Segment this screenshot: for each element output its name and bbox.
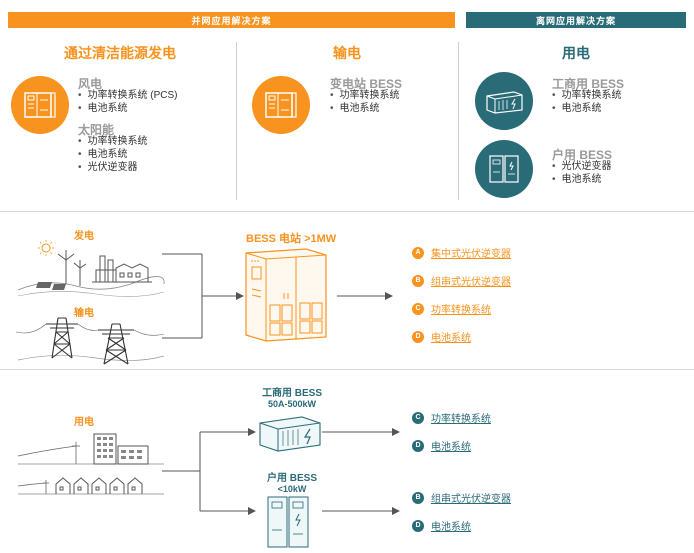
wind-power-list: 功率转换系统 (PCS) 电池系统	[78, 89, 178, 115]
residential-bess-cabinet	[267, 496, 309, 548]
option-link[interactable]: 电池系统	[431, 333, 471, 344]
option-link[interactable]: 功率转换系统	[431, 305, 491, 316]
list-item: 电池系统	[78, 102, 178, 115]
residential-bess-label: 户用 BESS <10kW	[252, 473, 332, 495]
transmission-column-title: 输电	[333, 45, 361, 61]
bess-station-label: BESS 电站 >1MW	[246, 233, 337, 245]
section-divider	[0, 211, 694, 212]
generation-icon-circle	[11, 76, 69, 134]
list-item: 功率转换系统	[552, 89, 622, 102]
option-item[interactable]: D 电池系统	[412, 329, 471, 344]
container-battery-icon	[486, 91, 523, 114]
option-link[interactable]: 电池系统	[431, 522, 471, 533]
option-link[interactable]: 组串式光伏逆变器	[431, 277, 511, 288]
column-divider	[236, 42, 237, 200]
list-item: 电池系统	[552, 102, 622, 115]
option-item[interactable]: C 功率转换系统	[412, 410, 491, 425]
substation-bess-title: 变电站 BESS	[330, 77, 403, 91]
option-letter-badge: B	[412, 491, 424, 504]
bess-station-cabinet	[245, 248, 327, 342]
transmission-label: 输电	[74, 308, 94, 319]
consumption-buildings-illustration	[17, 433, 164, 495]
grid-tied-banner: 并网应用解决方案	[8, 12, 455, 28]
option-letter-badge: C	[412, 302, 424, 315]
transmission-towers-illustration	[15, 317, 165, 365]
residential-bess-title: 户用 BESS	[552, 148, 613, 162]
option-link[interactable]: 功率转换系统	[431, 414, 491, 425]
option-item[interactable]: B 组串式光伏逆变器	[412, 273, 511, 288]
ci-bess-range-text: 50A-500kW	[267, 399, 317, 409]
inverter-cabinet-icon	[24, 92, 56, 118]
ci-bess-container	[259, 416, 321, 452]
option-link[interactable]: 集中式光伏逆变器	[431, 249, 511, 260]
substation-bess-list: 功率转换系统 电池系统	[330, 89, 400, 115]
option-letter-badge: B	[412, 274, 424, 287]
solar-power-title: 太阳能	[78, 123, 115, 137]
residential-bess-list: 光伏逆变器 电池系统	[552, 160, 612, 186]
wind-power-title: 风电	[78, 77, 103, 91]
option-letter-badge: C	[412, 411, 424, 424]
ci-bess-label: 工商用 BESS 50A-500kW	[252, 388, 332, 410]
residential-bess-icon-circle	[475, 140, 533, 198]
option-item[interactable]: D 电池系统	[412, 518, 471, 533]
option-link[interactable]: 电池系统	[431, 442, 471, 453]
option-letter-badge: A	[412, 246, 424, 259]
transmission-icon-circle	[252, 76, 310, 134]
list-item: 电池系统	[552, 173, 612, 186]
generation-column-title: 通过清洁能源发电	[64, 45, 176, 61]
ci-bess-title-text: 工商用 BESS	[261, 388, 322, 399]
option-letter-badge: D	[412, 330, 424, 343]
residential-bess-title-text: 户用 BESS	[266, 473, 317, 484]
ci-bess-list: 功率转换系统 电池系统	[552, 89, 622, 115]
inverter-cabinet-icon	[265, 92, 297, 118]
list-item: 功率转换系统 (PCS)	[78, 89, 178, 102]
list-item: 功率转换系统	[78, 135, 148, 148]
consumption-label: 用电	[74, 417, 94, 428]
list-item: 电池系统	[330, 102, 400, 115]
section-divider	[0, 369, 694, 370]
list-item: 电池系统	[78, 148, 148, 161]
column-divider	[458, 42, 459, 200]
consumption-column-title: 用电	[562, 45, 590, 61]
residential-bess-range-text: <10kW	[277, 484, 307, 494]
generation-label: 发电	[74, 231, 94, 242]
option-item[interactable]: D 电池系统	[412, 438, 471, 453]
option-item[interactable]: B 组串式光伏逆变器	[412, 490, 511, 505]
list-item: 光伏逆变器	[552, 160, 612, 173]
option-link[interactable]: 组串式光伏逆变器	[431, 494, 511, 505]
ci-bess-icon-circle	[475, 72, 533, 130]
list-item: 功率转换系统	[330, 89, 400, 102]
off-grid-banner: 离网应用解决方案	[466, 12, 686, 28]
generation-landscape-illustration	[17, 240, 165, 297]
home-battery-icon	[489, 155, 519, 183]
option-letter-badge: D	[412, 439, 424, 452]
solar-power-list: 功率转换系统 电池系统 光伏逆变器	[78, 135, 148, 174]
option-letter-badge: D	[412, 519, 424, 532]
option-item[interactable]: C 功率转换系统	[412, 301, 491, 316]
list-item: 光伏逆变器	[78, 161, 148, 174]
option-item[interactable]: A 集中式光伏逆变器	[412, 245, 511, 260]
ci-bess-title: 工商用 BESS	[552, 77, 625, 91]
